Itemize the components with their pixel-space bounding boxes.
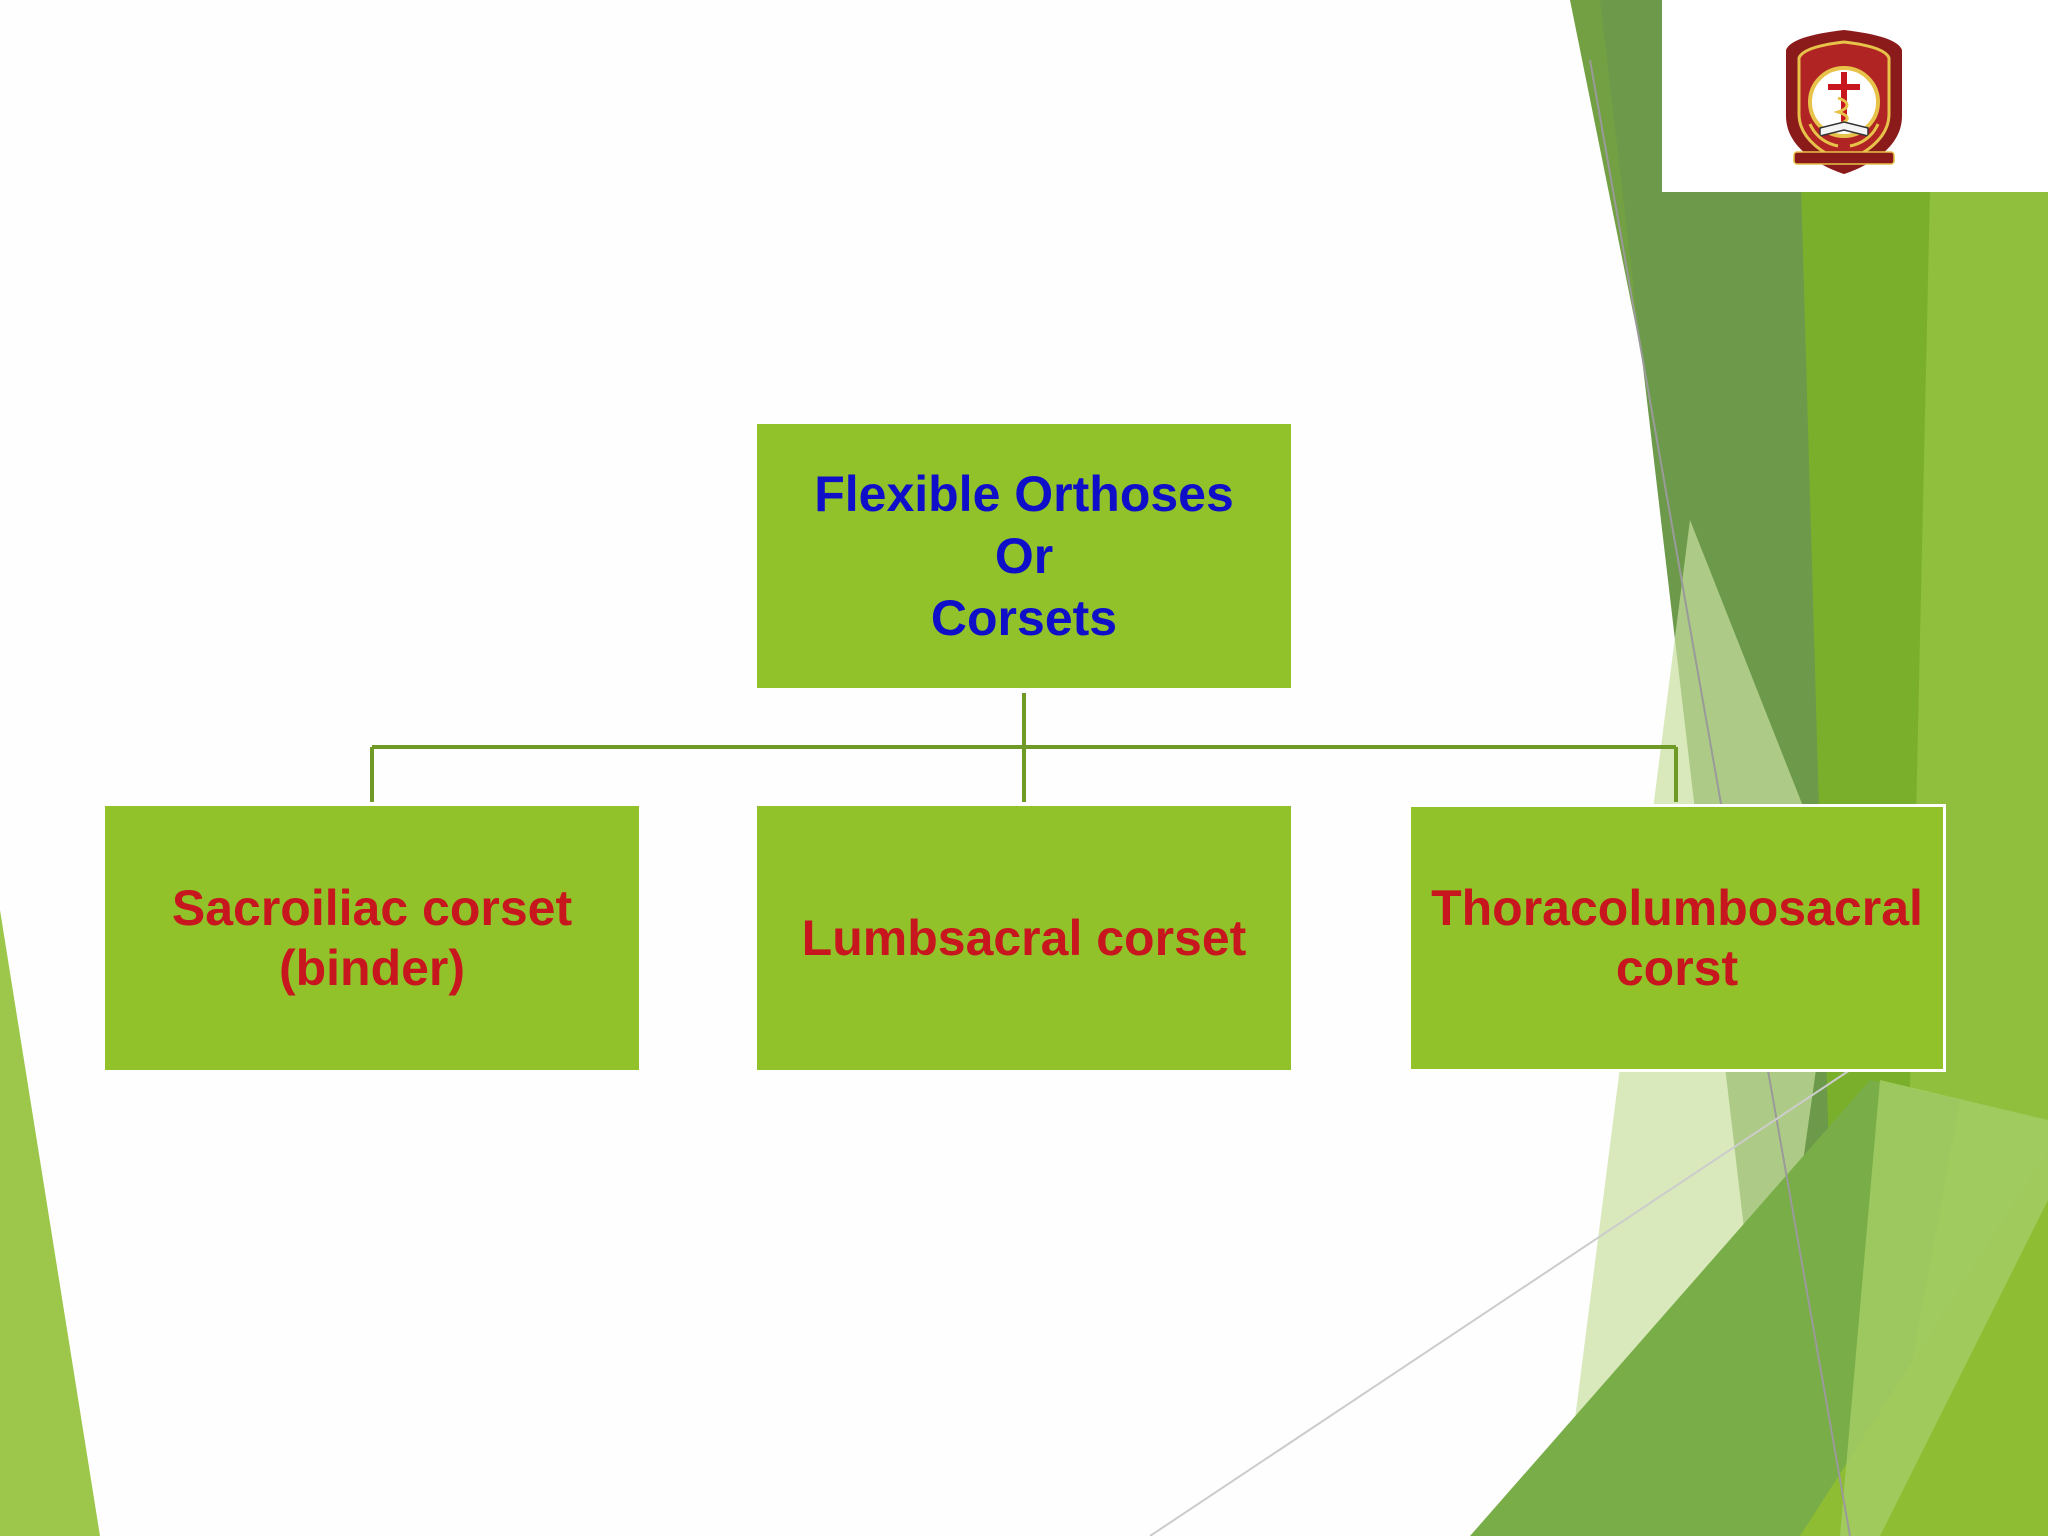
- child-node-lumbsacral-line-1: Lumbsacral corset: [801, 910, 1247, 966]
- thin-line-vertical: [1589, 59, 1851, 1536]
- child-node-sacroiliac-line-2: (binder): [278, 940, 466, 996]
- root-node-line-2: Or: [994, 528, 1054, 584]
- right-shape-lower-light: [1840, 1080, 2048, 1536]
- college-logo: [1786, 30, 1902, 174]
- child-node-sacroiliac-line-1: Sacroiliac corset: [171, 880, 573, 936]
- root-node-line-3: Corsets: [930, 590, 1118, 646]
- child-node-thoracolumbosacral-line-2: corst: [1615, 940, 1739, 996]
- child-node-lumbsacral: Lumbsacral corset: [757, 806, 1291, 1070]
- right-shape-lower-left: [1470, 1080, 1960, 1536]
- thin-line-diagonal: [1149, 1069, 1851, 1536]
- root-node-line-1: Flexible Orthoses: [814, 466, 1234, 522]
- child-node-sacroiliac: Sacroiliac corset (binder): [105, 806, 639, 1070]
- root-node: Flexible Orthoses Or Corsets: [757, 424, 1291, 688]
- child-node-thoracolumbosacral-line-1: Thoracolumbosacral: [1431, 880, 1923, 936]
- child-node-thoracolumbosacral: Thoracolumbosacral corst: [1408, 804, 1946, 1072]
- left-green-sliver: [0, 910, 100, 1536]
